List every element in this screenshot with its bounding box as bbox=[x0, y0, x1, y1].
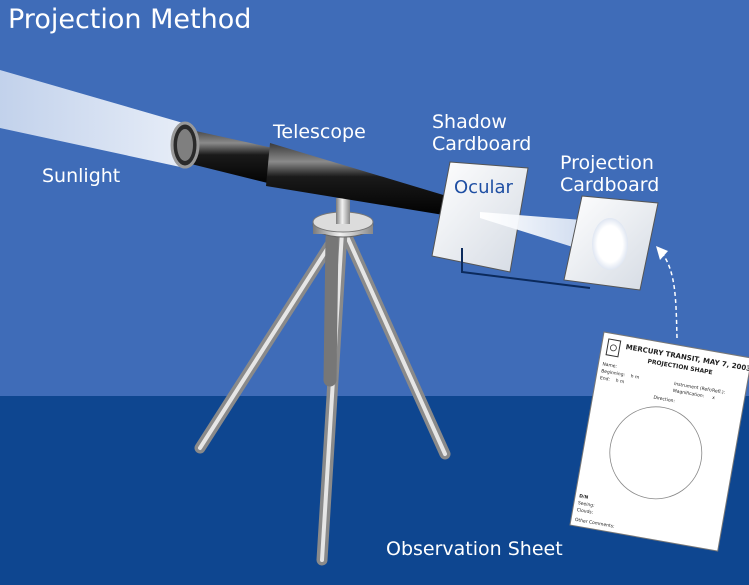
label-projection-cardboard: Projection Cardboard bbox=[560, 152, 659, 196]
label-ocular: Ocular bbox=[454, 177, 513, 198]
sunlight-beam bbox=[0, 70, 190, 168]
sheet-clouds-label: Clouds: bbox=[576, 507, 594, 516]
label-projection-line2: Cardboard bbox=[560, 174, 660, 196]
sheet-seeing-label: Seeing: bbox=[577, 500, 595, 509]
sheet-end-label: End: bbox=[599, 375, 610, 383]
label-observation-sheet: Observation Sheet bbox=[386, 538, 563, 560]
observation-sheet: MERCURY TRANSIT, MAY 7, 2003 PROJECTION … bbox=[569, 331, 749, 552]
sheet-direction-label: Direction: bbox=[653, 395, 676, 405]
label-shadow-line1: Shadow bbox=[432, 111, 507, 133]
cardboard-connector bbox=[461, 248, 591, 289]
sheet-magnification-unit: x bbox=[712, 396, 716, 401]
sheet-dn-label: D/N bbox=[579, 493, 589, 501]
sheet-circle bbox=[609, 406, 703, 500]
sheet-beginning-units: h m bbox=[630, 373, 640, 380]
sheet-name-label: Name: bbox=[602, 361, 618, 369]
arrow bbox=[661, 252, 678, 339]
label-telescope: Telescope bbox=[273, 121, 366, 143]
label-sunlight: Sunlight bbox=[42, 165, 121, 187]
sheet-end-units: h m bbox=[615, 378, 625, 385]
label-shadow-cardboard: Shadow Cardboard bbox=[432, 111, 531, 155]
sheet-magnification-label: Magnification: bbox=[672, 388, 704, 399]
tripod bbox=[194, 198, 451, 566]
arrow-head bbox=[656, 246, 668, 260]
label-shadow-line2: Cardboard bbox=[432, 133, 532, 155]
label-projection-line1: Projection bbox=[560, 152, 654, 174]
sheet-beginning-label: Beginning: bbox=[601, 368, 626, 378]
projected-sun-image bbox=[592, 218, 628, 270]
diagram-title: Projection Method bbox=[8, 4, 252, 35]
